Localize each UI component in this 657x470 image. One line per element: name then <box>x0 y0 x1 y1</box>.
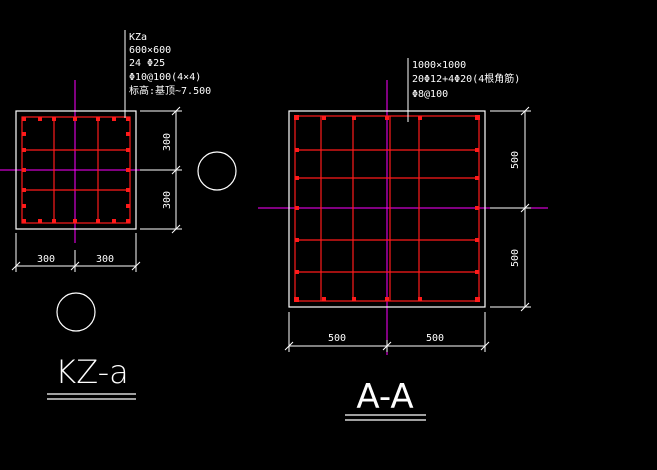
kza-vertical-dimension <box>140 106 182 234</box>
aa-main-bars-label: 20Φ12+4Φ20(4根角筋) <box>412 72 520 85</box>
kza-dim-v-bottom: 300 <box>162 191 173 209</box>
aa-size-label: 1000×1000 <box>412 60 466 71</box>
aa-drawing-title: A-A <box>356 377 413 417</box>
aa-stirrups-label: Φ8@100 <box>412 89 448 100</box>
kza-horizontal-dimension <box>11 233 141 272</box>
kza-column-outline <box>15 110 137 230</box>
aa-dim-h-right: 500 <box>426 333 444 344</box>
kza-section: KZa 600×600 24 Φ25 Φ10@100(4×4) 标高:基顶~7.… <box>0 30 237 400</box>
aa-dim-h-left: 500 <box>328 333 346 344</box>
kza-axis-bubble-bottom <box>56 292 96 332</box>
kza-size-label: 600×600 <box>129 45 171 56</box>
kza-stirrups-label: Φ10@100(4×4) <box>129 72 201 83</box>
kza-dim-h-left: 300 <box>37 254 55 265</box>
aa-main-bars <box>294 115 480 302</box>
aa-column-outline <box>288 110 486 308</box>
aa-section: 1000×1000 20Φ12+4Φ20(4根角筋) Φ8@100 500 50… <box>258 58 548 421</box>
kza-axis-bubble-right <box>197 151 237 191</box>
aa-dim-v-top: 500 <box>510 151 521 169</box>
kza-main-bars-label: 24 Φ25 <box>129 58 165 69</box>
kza-dim-h-right: 300 <box>96 254 114 265</box>
kza-drawing-title: KZ-a <box>55 353 129 391</box>
aa-dim-v-bottom: 500 <box>510 249 521 267</box>
aa-vertical-dimension <box>490 106 531 312</box>
kza-main-bars <box>22 117 130 223</box>
kza-name-label: KZa <box>129 32 147 43</box>
kza-dim-v-top: 300 <box>162 133 173 151</box>
aa-horizontal-dimension <box>284 312 490 352</box>
kza-elevation-label: 标高:基顶~7.500 <box>129 84 211 97</box>
